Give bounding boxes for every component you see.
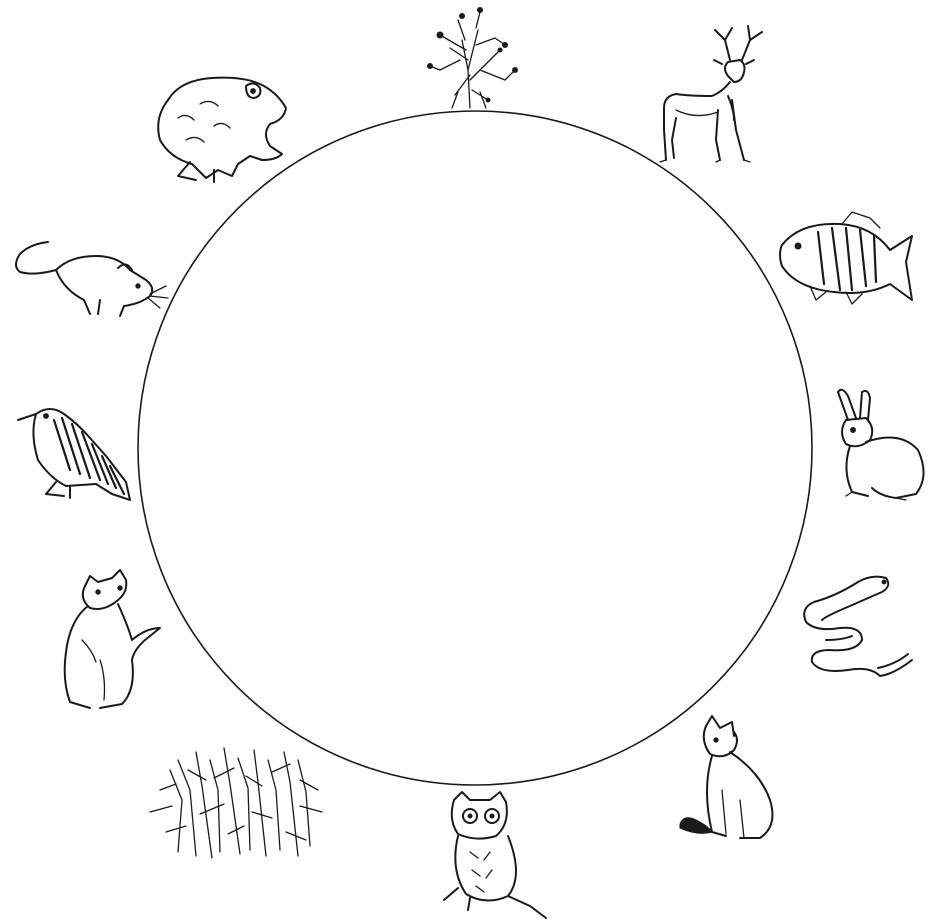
- fish-icon: [780, 212, 912, 304]
- grass-icon: [150, 748, 322, 858]
- center-circle: [138, 111, 812, 785]
- rabbit-icon: [838, 390, 924, 500]
- frog-icon: [158, 78, 286, 182]
- weed-plant-icon: [428, 8, 518, 109]
- deer-icon: [660, 26, 762, 162]
- mouse-icon: [16, 242, 168, 316]
- owl-icon: [444, 792, 546, 918]
- bird-icon: [18, 409, 130, 500]
- bear-icon: [65, 570, 160, 708]
- snake-icon: [804, 577, 912, 676]
- fox-icon: [680, 716, 772, 838]
